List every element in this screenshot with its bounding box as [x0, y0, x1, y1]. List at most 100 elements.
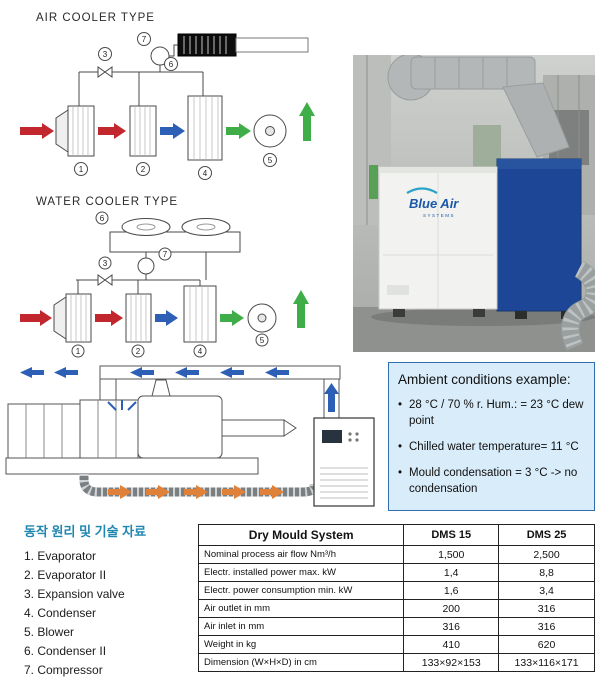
row-label: Air inlet in mm — [197, 617, 405, 636]
condenser-box — [183, 285, 217, 343]
cabinet-blue-side — [496, 158, 582, 312]
dms-unit — [313, 417, 375, 507]
ambient-bullet: Chilled water temperature= 11 °C — [398, 439, 586, 455]
row-label: Nominal process air flow Nm³/h — [197, 545, 405, 564]
row-value: 3,4 — [498, 581, 595, 600]
installation-diagram — [5, 365, 375, 507]
row-value: 316 — [498, 617, 595, 636]
inlet-diffuser — [55, 109, 69, 153]
legend-item: 2. Evaporator II — [24, 568, 107, 582]
ambient-title: Ambient conditions example: — [398, 372, 571, 387]
svg-text:3: 3 — [103, 259, 108, 268]
outlet-duct — [235, 37, 309, 53]
legend-item: 6. Condenser II — [24, 644, 107, 658]
legend-title: 동작 원리 및 기술 자료 — [24, 524, 147, 539]
equipment-photo: Blue Air SYSTEMS — [353, 55, 595, 352]
legend-item: 1. Evaporator — [24, 549, 97, 563]
row-label: Air outlet in mm — [197, 599, 405, 618]
air-flow-row — [20, 95, 315, 161]
svg-text:7: 7 — [163, 250, 168, 259]
row-label: Electr. installed power max. kW — [197, 563, 405, 582]
row-value: 620 — [498, 635, 595, 654]
table-title: Dry Mould System — [197, 524, 405, 546]
row-label: Dimension (W×H×D) in cm — [197, 653, 405, 672]
row-value: 133×116×171 — [498, 653, 595, 672]
col-dms25: DMS 25 — [498, 524, 595, 546]
row-value: 1,500 — [403, 545, 500, 564]
row-value: 133×92×153 — [403, 653, 500, 672]
evaporator-box — [67, 105, 95, 157]
water-refrigerant-circuit — [76, 252, 207, 294]
table-row: Air outlet in mm 200 316 — [197, 599, 595, 618]
svg-text:1: 1 — [79, 165, 84, 174]
air-cooler-title: AIR COOLER TYPE — [36, 12, 155, 24]
table-row: Dimension (W×H×D) in cm 133×92×153 133×1… — [197, 653, 595, 672]
dms-machine-cabinet: Blue Air SYSTEMS — [378, 158, 582, 319]
row-value: 1,6 — [403, 581, 500, 600]
mould-cooling-burst — [107, 400, 137, 411]
moulding-machine — [5, 379, 297, 475]
legend-item: 5. Blower — [24, 625, 75, 639]
legend-item: 7. Compressor — [24, 663, 103, 677]
inlet-diffuser — [53, 296, 67, 340]
row-value: 2,500 — [498, 545, 595, 564]
row-value: 200 — [403, 599, 500, 618]
air-refrigerant-circuit — [78, 44, 204, 106]
row-label: Electr. power consumption min. kW — [197, 581, 405, 600]
green-arrow — [226, 123, 251, 139]
water-cooler-title: WATER COOLER TYPE — [36, 196, 179, 208]
warm-air-arrows — [108, 485, 284, 499]
evaporator2-box — [129, 105, 157, 157]
air-condenser2-unit — [177, 33, 309, 57]
spec-table: Dry Mould System DMS 15 DMS 25 Nominal p… — [197, 524, 595, 672]
row-label: Weight in kg — [197, 635, 405, 654]
expansion-valve-symbol — [97, 66, 106, 78]
svg-text:2: 2 — [141, 165, 146, 174]
blue-arrow — [160, 123, 185, 139]
control-screen — [322, 430, 342, 443]
svg-text:6: 6 — [100, 214, 105, 223]
table-row: Electr. installed power max. kW 1,4 8,8 — [197, 563, 595, 582]
legend-list: 1. Evaporator 2. Evaporator II 3. Expans… — [24, 547, 196, 680]
red-arrow — [20, 310, 52, 326]
svg-text:7: 7 — [142, 35, 147, 44]
water-cooler-diagram: 1 2 3 4 5 6 7 — [20, 211, 309, 358]
ambient-bullet: Mould condensation = 3 °C -> no condensa… — [398, 465, 586, 497]
green-arrow — [220, 310, 244, 326]
evaporator-box — [65, 293, 92, 343]
svg-text:6: 6 — [169, 60, 174, 69]
table-header-row: Dry Mould System DMS 15 DMS 25 — [197, 524, 595, 546]
green-up-arrow — [299, 102, 315, 141]
evaporator2-box — [125, 293, 152, 343]
compressor-symbol — [137, 257, 155, 275]
svg-text:1: 1 — [76, 347, 81, 356]
flexible-hose — [561, 260, 595, 351]
ambient-bullet-list: 28 °C / 70 % r. Hum.: = 23 °C dew point … — [398, 397, 586, 497]
green-up-arrow — [293, 290, 309, 328]
table-row: Electr. power consumption min. kW 1,6 3,… — [197, 581, 595, 600]
red-arrow — [98, 123, 126, 139]
blue-up-arrow — [324, 383, 339, 412]
brand-logo-subtext: SYSTEMS — [423, 213, 455, 218]
table-row: Nominal process air flow Nm³/h 1,500 2,5… — [197, 545, 595, 564]
red-arrow — [20, 123, 54, 139]
legend-item: 3. Expansion valve — [24, 587, 125, 601]
cooling-tower — [109, 218, 241, 253]
svg-text:5: 5 — [260, 336, 265, 345]
red-arrow — [95, 310, 123, 326]
svg-text:4: 4 — [203, 169, 208, 178]
logo-swoosh — [406, 187, 438, 194]
expansion-valve-symbol — [97, 274, 106, 286]
svg-text:2: 2 — [136, 347, 141, 356]
water-number-badges: 1 2 3 4 5 6 7 — [71, 211, 269, 358]
col-dms15: DMS 15 — [403, 524, 500, 546]
ambient-conditions-box: Ambient conditions example: 28 °C / 70 %… — [388, 362, 595, 511]
svg-text:3: 3 — [103, 50, 108, 59]
water-flow-row — [20, 285, 309, 343]
table-row: Air inlet in mm 316 316 — [197, 617, 595, 636]
air-cooler-diagram: 1 2 3 4 5 6 7 — [20, 32, 315, 180]
row-value: 316 — [498, 599, 595, 618]
ambient-bullet: 28 °C / 70 % r. Hum.: = 23 °C dew point — [398, 397, 586, 429]
svg-text:4: 4 — [198, 347, 203, 356]
